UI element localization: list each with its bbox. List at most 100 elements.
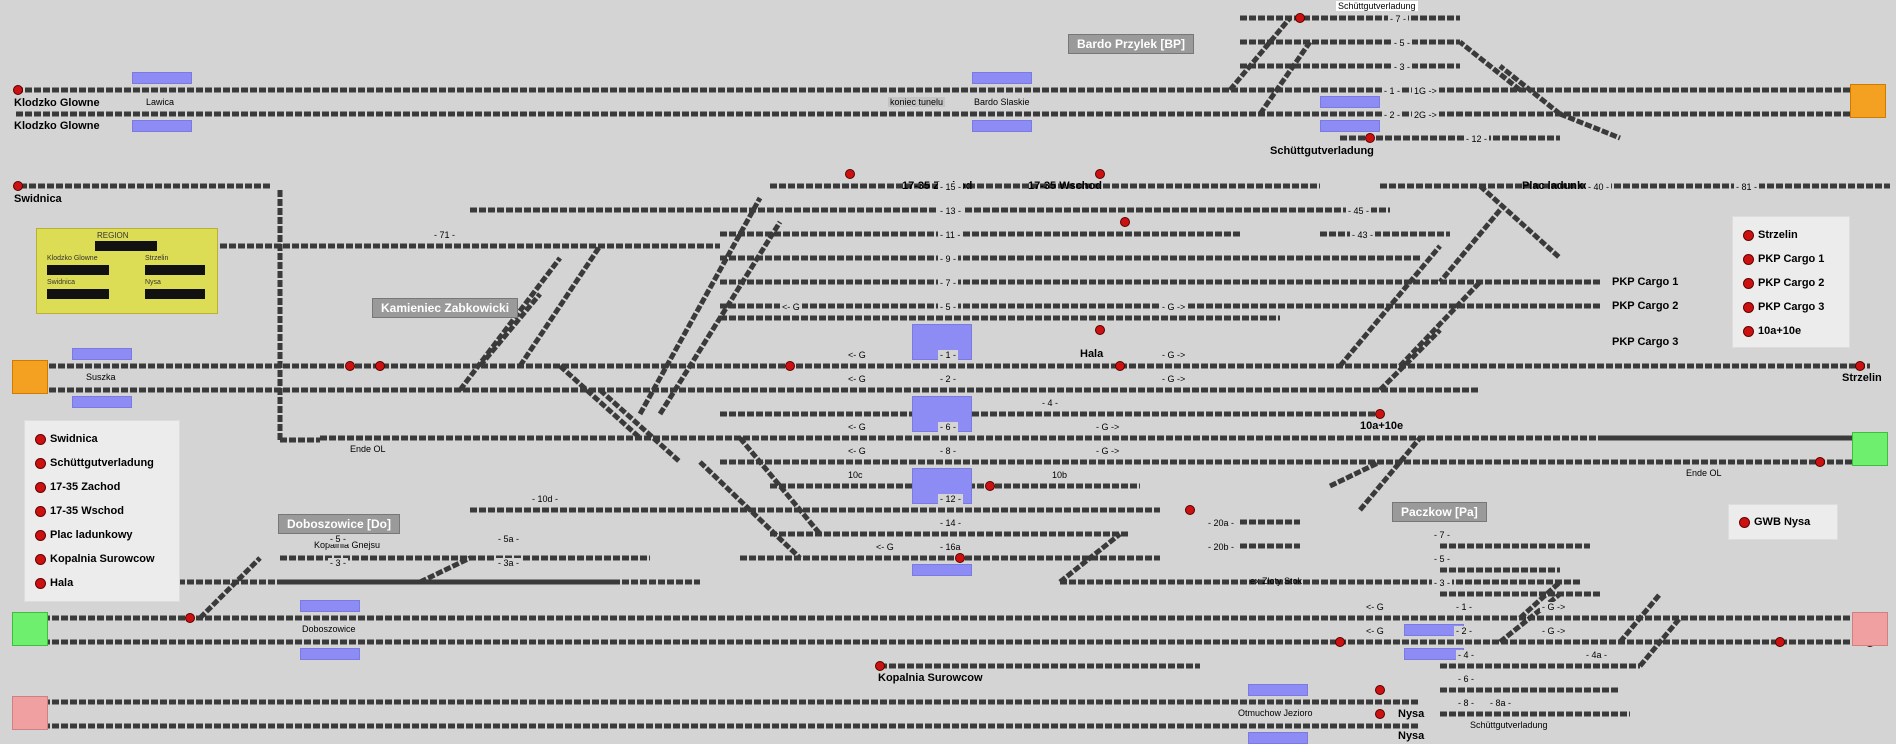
platform-lawica-1	[132, 72, 192, 84]
legend-item-kopalnia[interactable]: Kopalnia Surowcow	[35, 553, 155, 565]
diag-22[interactable]	[198, 556, 262, 620]
legend-item-strzelin[interactable]: Strzelin	[1743, 229, 1798, 241]
diag-17[interactable]	[1438, 208, 1502, 284]
diag-7[interactable]	[458, 256, 562, 392]
legend-item-pkp1[interactable]: PKP Cargo 1	[1743, 253, 1824, 265]
signal-icon[interactable]	[1295, 13, 1305, 23]
track-number-label: - 7 -	[938, 278, 959, 288]
signal-icon[interactable]	[985, 481, 995, 491]
signal-icon[interactable]	[1115, 361, 1125, 371]
diag-15[interactable]	[1398, 280, 1482, 368]
label-kopalnia-surowcow: Kopalnia Surowcow	[878, 672, 983, 684]
track-number-label: - G ->	[1094, 422, 1122, 432]
exit-doboszowice-left[interactable]	[12, 612, 48, 646]
signal-icon[interactable]	[345, 361, 355, 371]
signal-icon[interactable]	[1375, 709, 1385, 719]
signal-icon[interactable]	[875, 661, 885, 671]
track-number-label: - 8 -	[1456, 698, 1477, 708]
signal-icon[interactable]	[1855, 361, 1865, 371]
track-number-label: - 1 -	[1454, 602, 1475, 612]
track-number-label: <- G	[846, 446, 868, 456]
station-paczkow[interactable]: Paczkow [Pa]	[1392, 502, 1487, 522]
signal-icon	[35, 457, 46, 469]
signal-icon[interactable]	[1365, 133, 1375, 143]
exit-nysa-left[interactable]	[12, 696, 48, 730]
platform-paczkow-2	[1404, 648, 1464, 660]
legend-item-schutt[interactable]: Schüttgutverladung	[35, 457, 154, 469]
legend-item-zachod[interactable]: 17-35 Zachod	[35, 481, 120, 493]
diag-1[interactable]	[1257, 40, 1313, 116]
region-klodzko-label: Klodzko Glowne	[47, 255, 98, 262]
exit-strzelin-right[interactable]	[1852, 432, 1888, 466]
legend-item-plac[interactable]: Plac ladunkowy	[35, 529, 133, 541]
diag-13[interactable]	[738, 436, 822, 536]
legend-item-10a10e[interactable]: 10a+10e	[1743, 325, 1801, 337]
signal-icon[interactable]	[1335, 637, 1345, 647]
signal-icon[interactable]	[13, 181, 23, 191]
signal-icon[interactable]	[785, 361, 795, 371]
track-number-label: - G ->	[1160, 374, 1188, 384]
diag-9[interactable]	[657, 220, 783, 416]
track-number-label: - 45 -	[1346, 206, 1372, 216]
diag-12[interactable]	[698, 460, 802, 560]
diag-10[interactable]	[558, 364, 642, 440]
diag-8[interactable]	[637, 196, 763, 416]
track-number-label: 10c	[846, 470, 865, 480]
signal-icon[interactable]	[375, 361, 385, 371]
signal-icon[interactable]	[1375, 685, 1385, 695]
signal-icon[interactable]	[1815, 457, 1825, 467]
diag-21[interactable]	[1058, 532, 1122, 584]
legend-item-wschod[interactable]: 17-35 Wschod	[35, 505, 124, 517]
legend-item-pkp3[interactable]: PKP Cargo 3	[1743, 301, 1824, 313]
diag-19[interactable]	[1328, 459, 1382, 489]
track-number-label: <- G	[846, 374, 868, 384]
exit-suszka-left[interactable]	[12, 360, 48, 394]
diag-20[interactable]	[1358, 436, 1422, 512]
track-number-label: - 12 -	[1464, 134, 1490, 144]
track-number-label: - 15 -	[938, 182, 964, 192]
exit-paczkow-right[interactable]	[1852, 612, 1888, 646]
track-number-label: - 5 -	[328, 534, 349, 544]
signal-icon[interactable]	[13, 85, 23, 95]
signal-icon[interactable]	[185, 613, 195, 623]
track-number-label: - 20b -	[1206, 542, 1237, 552]
station-kamieniec[interactable]: Kamieniec Zabkowicki	[372, 298, 519, 318]
diag-14[interactable]	[1378, 328, 1442, 392]
station-doboszowice[interactable]: Doboszowice [Do]	[278, 514, 400, 534]
label-plac: Plac ladunkowy	[1522, 180, 1605, 192]
diag-2[interactable]	[1458, 40, 1522, 92]
diag-26[interactable]	[1638, 616, 1682, 668]
signal-icon[interactable]	[1775, 637, 1785, 647]
track-number-label: - 6 -	[938, 422, 959, 432]
track-number-label: - G ->	[1160, 350, 1188, 360]
platform-doboszowice-1	[300, 600, 360, 612]
legend-item-swidnica[interactable]: Swidnica	[35, 433, 98, 445]
station-bardo-przylek[interactable]: Bardo Przylek [BP]	[1068, 34, 1195, 54]
signal-icon[interactable]	[1120, 217, 1130, 227]
signal-icon[interactable]	[1095, 325, 1105, 335]
signal-icon[interactable]	[955, 553, 965, 563]
exit-klodzko-right[interactable]	[1850, 84, 1886, 118]
diag-25[interactable]	[1618, 592, 1662, 644]
legend-item-pkp2[interactable]: PKP Cargo 2	[1743, 277, 1824, 289]
label-ex-zloty: ex Zloty Stok	[1250, 576, 1303, 586]
diag-27[interactable]	[418, 555, 472, 585]
platform-bardo-2	[972, 120, 1032, 132]
diag-16[interactable]	[1338, 244, 1442, 368]
signal-icon[interactable]	[1095, 169, 1105, 179]
signal-icon[interactable]	[1185, 505, 1195, 515]
diag-3[interactable]	[1498, 64, 1562, 116]
signal-icon[interactable]	[845, 169, 855, 179]
track-number-label: - 7 -	[1388, 14, 1409, 24]
diag-4[interactable]	[1559, 111, 1621, 141]
diag-6[interactable]	[517, 244, 603, 368]
platform-kamieniec-2	[912, 396, 972, 432]
region-display-klodzko	[47, 265, 109, 275]
track-number-label: - 4 -	[1040, 398, 1061, 408]
platform-otmuchow-2	[1248, 732, 1308, 744]
diag-0[interactable]	[1228, 16, 1292, 92]
legend-item-hala[interactable]: Hala	[35, 577, 73, 589]
legend-item-gwb-nysa[interactable]: GWB Nysa	[1739, 516, 1810, 528]
signal-icon[interactable]	[1375, 409, 1385, 419]
